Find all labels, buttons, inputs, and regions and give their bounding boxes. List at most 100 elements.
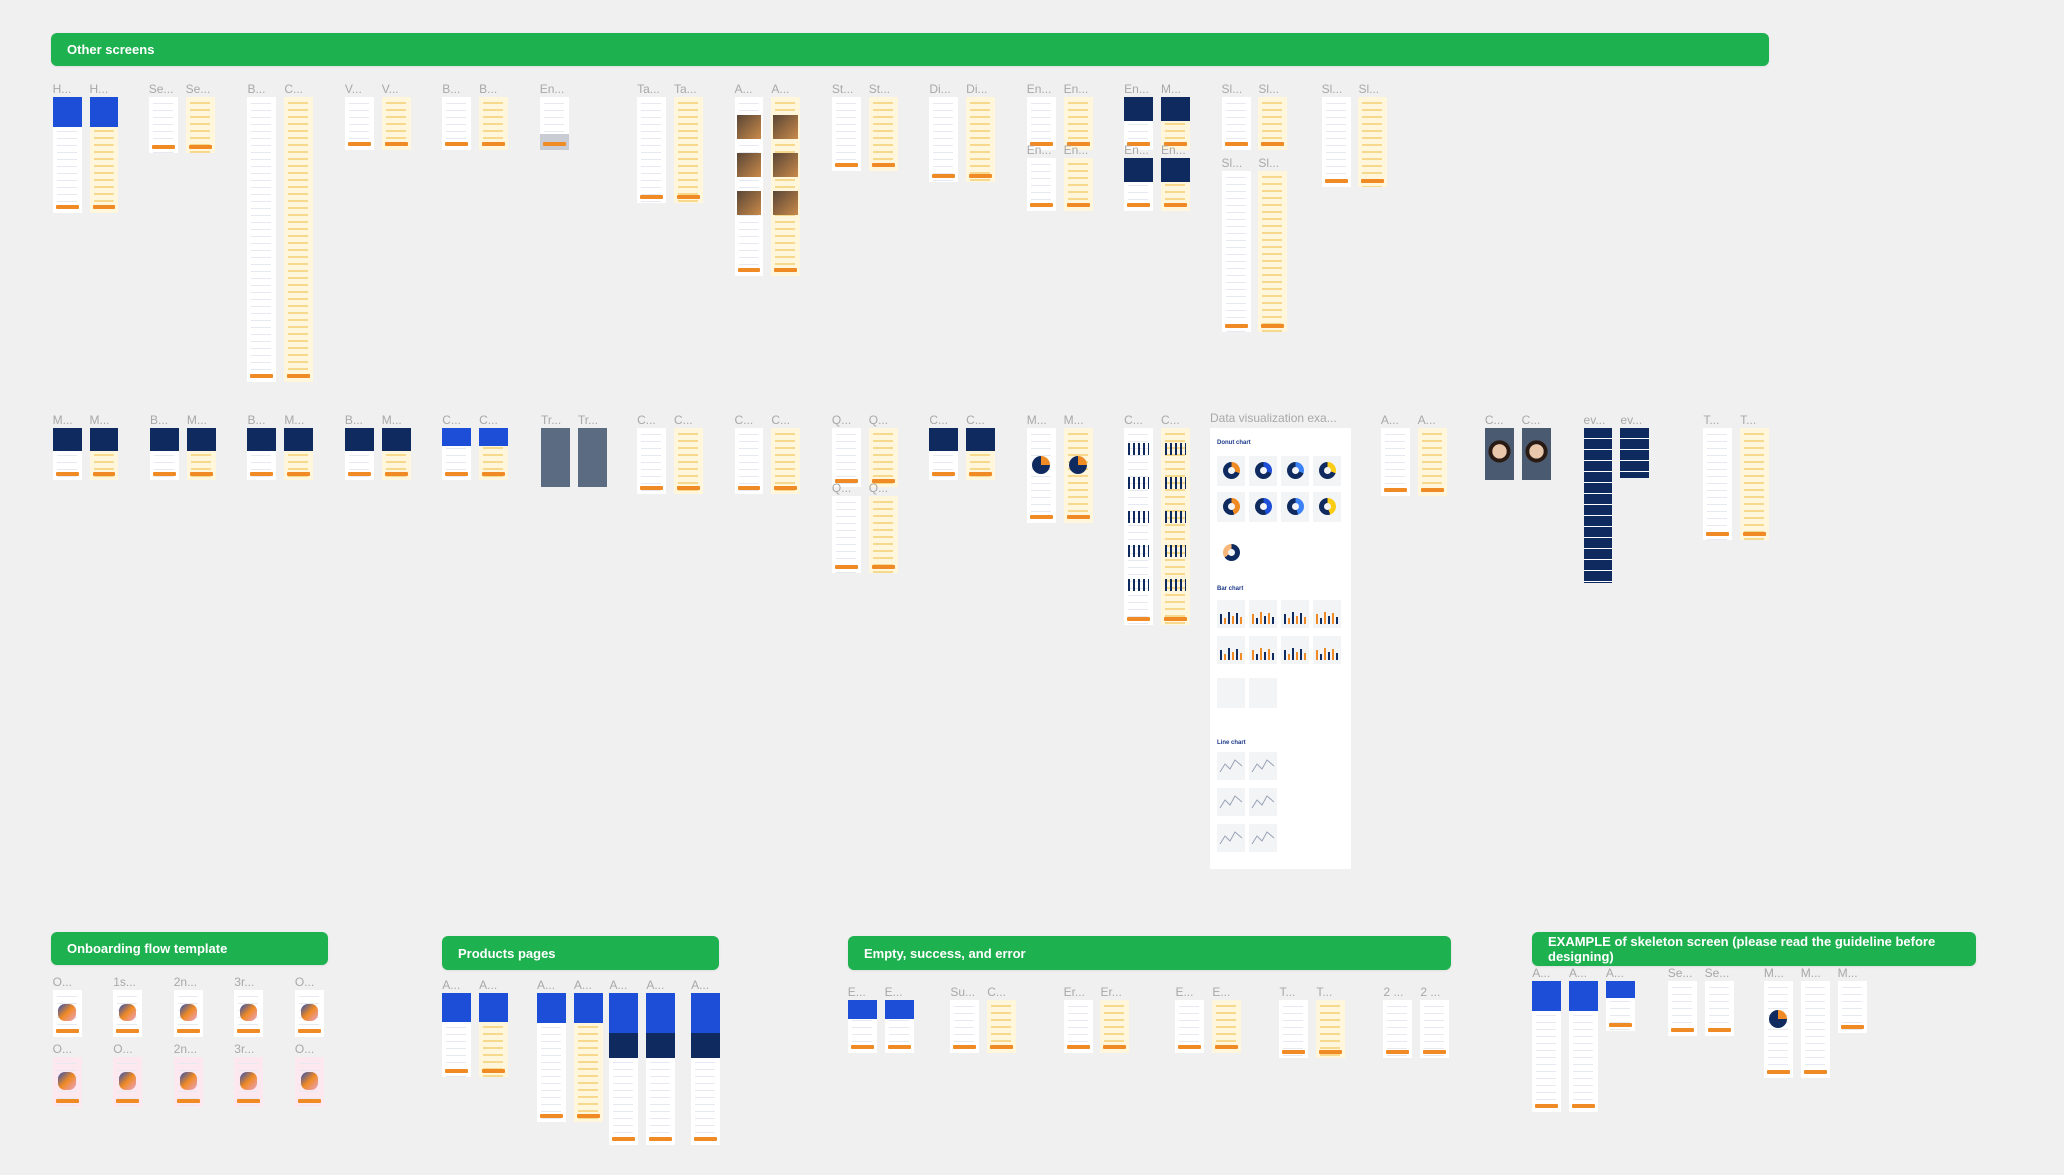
frame-label[interactable]: B... [247,412,266,427]
frame-label[interactable]: C... [987,985,1006,1000]
screen-frame[interactable] [1583,427,1613,584]
screen-frame[interactable] [637,427,667,494]
screen-frame[interactable] [1358,97,1388,187]
screen-frame[interactable] [966,427,996,481]
screen-frame[interactable] [1124,427,1154,626]
screen-frame[interactable] [1383,1000,1413,1059]
screen-frame[interactable] [52,1057,82,1108]
frame-label[interactable]: A... [1380,412,1399,427]
screen-frame[interactable] [1763,980,1793,1079]
screen-frame[interactable] [89,97,119,214]
frame-label[interactable]: ev... [1620,412,1643,427]
screen-frame[interactable] [479,992,509,1077]
screen-frame[interactable] [148,97,178,153]
frame-label[interactable]: Q... [831,412,852,427]
screen-frame[interactable] [1026,97,1056,151]
frame-label[interactable]: B... [247,82,266,97]
screen-frame[interactable] [442,992,472,1077]
frame-label[interactable]: Q... [868,481,889,496]
frame-label[interactable]: T... [1703,412,1720,427]
frame-label[interactable]: Tr... [541,412,562,427]
screen-frame[interactable] [1380,427,1410,497]
frame-label[interactable]: O... [52,1042,72,1056]
screen-frame[interactable] [966,97,996,182]
screen-frame[interactable] [771,427,801,494]
frame-label[interactable]: Se... [1667,965,1693,980]
screen-frame[interactable] [381,97,411,151]
frame-label[interactable]: ev... [1583,412,1606,427]
frame-label[interactable]: A... [1417,412,1436,427]
screen-frame[interactable] [1620,427,1650,478]
frame-label[interactable]: M... [1026,412,1047,427]
section-banner-onboarding[interactable]: Onboarding flow template [51,932,328,965]
screen-frame[interactable] [1124,157,1154,211]
frame-label[interactable]: O... [294,974,315,989]
screen-frame[interactable] [185,97,215,153]
screen-frame[interactable] [929,97,959,182]
screen-frame[interactable] [539,97,569,151]
frame-label[interactable]: M... [89,412,110,427]
section-banner-products[interactable]: Products pages [442,936,719,970]
screen-frame[interactable] [284,97,314,382]
screen-frame[interactable] [1161,97,1190,151]
frame-label[interactable]: T... [1740,412,1757,427]
section-banner-other-screens[interactable]: Other screens [51,33,1769,66]
frame-label[interactable]: A... [573,977,592,992]
screen-frame[interactable] [1258,97,1288,151]
screen-frame[interactable] [637,97,667,203]
frame-label[interactable]: Q... [868,412,889,427]
frame-label[interactable]: C... [929,412,948,427]
screen-frame[interactable] [173,1057,203,1108]
screen-frame[interactable] [1258,171,1288,332]
screen-frame[interactable] [1420,1000,1450,1059]
screen-frame[interactable] [442,97,472,151]
screen-frame[interactable] [1532,980,1562,1113]
screen-frame[interactable] [734,427,764,494]
frame-label[interactable]: A... [1605,965,1624,980]
frame-label[interactable]: M... [1763,965,1784,980]
screen-frame[interactable] [868,496,898,573]
screen-frame[interactable] [1100,1000,1130,1054]
screen-frame[interactable] [831,427,861,488]
screen-frame[interactable] [1484,427,1514,481]
screen-frame[interactable] [186,427,216,481]
frame-label[interactable]: T... [1279,985,1296,1000]
screen-frame[interactable] [1667,980,1697,1036]
frame-label[interactable]: En... [1026,142,1052,157]
frame-label[interactable]: C... [1484,412,1504,427]
screen-frame[interactable] [1521,427,1551,481]
frame-label[interactable]: 2 ... [1383,985,1404,1000]
frame-label[interactable]: En... [1161,142,1186,157]
frame-label[interactable]: 2n... [173,974,198,989]
frame-label[interactable]: A... [1569,965,1588,980]
screen-frame[interactable] [847,1000,877,1054]
frame-label[interactable]: Se... [148,82,174,97]
frame-label[interactable]: C... [479,412,498,427]
frame-label[interactable]: Sl... [1221,156,1243,171]
frame-label[interactable]: M... [1063,412,1084,427]
frame-label[interactable]: Se... [1704,965,1730,980]
frame-label[interactable]: M... [1800,965,1821,980]
screen-frame[interactable] [1279,1000,1309,1059]
screen-frame[interactable] [884,1000,914,1054]
frame-label[interactable]: M... [381,412,402,427]
screen-frame[interactable] [541,427,570,488]
frame-label[interactable]: Sl... [1221,82,1243,97]
frame-label[interactable]: B... [442,82,461,97]
screen-frame[interactable] [234,989,264,1038]
frame-label[interactable]: A... [734,82,753,97]
frame-label[interactable]: Q... [831,481,852,496]
screen-frame[interactable] [52,989,82,1038]
screen-frame[interactable] [1321,97,1351,187]
frame-label[interactable]: 3r... [234,1042,255,1056]
screen-frame[interactable] [1740,427,1770,540]
screen-frame[interactable] [929,427,959,481]
frame-label[interactable]: En... [539,82,565,97]
screen-frame[interactable] [52,427,82,481]
screen-frame[interactable] [868,427,898,488]
frame-label[interactable]: C... [771,412,791,427]
frame-label[interactable]: E... [1212,985,1231,1000]
frame-label[interactable]: C... [284,82,303,97]
screen-frame[interactable] [247,97,277,382]
frame-label[interactable]: V... [381,82,399,97]
